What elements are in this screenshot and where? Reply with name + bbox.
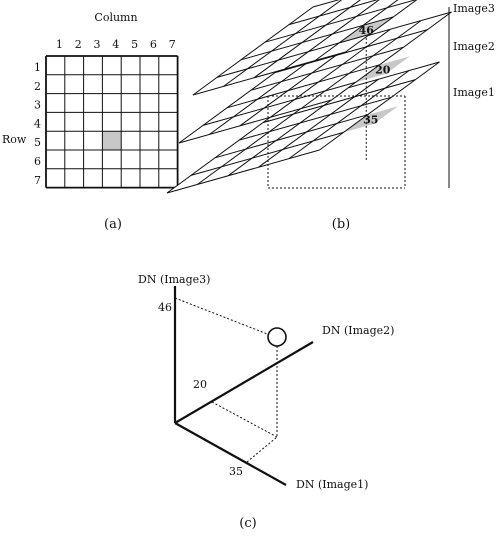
image-layer: 35 [166,61,440,194]
layer-grid-line [214,114,368,159]
panel-c-feature-space: DN (Image3) DN (Image2) DN (Image1) 46 2… [138,273,394,531]
column-number: 6 [150,38,157,51]
label-image2: Image2 [453,40,495,53]
layer-grid-line [300,20,422,110]
layer-grid-line [238,96,392,141]
layer-surface [193,0,417,95]
column-number: 3 [94,38,101,51]
tick-20: 20 [193,378,207,391]
row-header: Row [2,133,27,146]
column-number: 5 [131,38,138,51]
layer-grid-line [288,0,379,26]
layer-grid-line [253,0,361,79]
axis-label-image3: DN (Image3) [138,273,210,286]
layer-grid-line [274,29,428,74]
layer-grid-line [319,61,440,151]
pixel-point-marker [267,327,287,347]
image-layers: 35 20 46 [166,0,452,194]
projection-lines [174,297,278,463]
pixel-value: 46 [359,24,375,37]
panel-b-stack: 35 20 46 Image3 Image2 Image1 (b) [166,0,495,232]
layer-grid-line [345,0,418,53]
label-image3: Image3 [453,2,495,15]
stack-dotted-outline [267,37,406,189]
layer-grid-line [284,0,380,70]
layer-surface [179,12,452,143]
layer-grid-line [166,149,320,194]
row-number: 7 [34,174,41,187]
projection-46 [174,297,271,336]
caption-a: (a) [104,217,122,232]
pixel-grid [45,55,179,189]
axis-label-image2: DN (Image2) [322,324,394,337]
column-number: 4 [112,38,119,51]
layer-grid-line [226,64,380,109]
layer-grid-line [262,79,416,124]
row-number: 4 [34,117,41,130]
layer-grid-line [216,33,370,78]
layer-grid-line [270,28,391,118]
layer-grid-line [166,104,288,194]
layer-grid-line [197,95,318,185]
row-number: 1 [34,61,41,74]
layer-grid-line [223,0,343,87]
layer-grid-line [178,99,332,144]
axis-label-image1: DN (Image1) [296,478,368,491]
column-number: 7 [169,38,176,51]
image-layer: 46 [192,0,418,96]
layer-grid-line [250,46,404,91]
layer-grid-line [314,0,399,62]
layer-grid-line [288,70,410,160]
column-number: 1 [56,38,63,51]
layer-grid-line [264,0,417,43]
layer-grid-line [331,11,452,101]
layer-grid-line [258,78,379,168]
layer-grid-line [227,87,349,177]
column-number: 2 [75,38,82,51]
row-number: 3 [34,99,41,112]
row-numbers: 1 2 3 4 5 6 7 [34,61,41,187]
axis-image1 [174,422,287,486]
pixel-value: 20 [375,63,391,76]
row-number: 5 [34,136,41,149]
layer-highlight-pixel [339,16,394,43]
layer-highlight-pixel [355,56,410,83]
pixel-value: 35 [363,113,378,126]
layer-highlight-pixel [343,106,398,133]
layer-grid-line [192,51,346,96]
tick-35: 35 [229,465,243,478]
highlighted-pixel [102,131,122,150]
row-number: 6 [34,155,41,168]
projection-20 [211,401,278,438]
projection-35 [246,436,278,463]
layer-grid-line [192,6,314,96]
layer-grid-line [202,81,356,126]
tick-46: 46 [158,301,172,314]
caption-b: (b) [332,217,350,232]
layer-grid-line [240,16,394,61]
layer-surface [167,62,440,193]
row-number: 2 [34,80,41,93]
column-header: Column [94,11,137,24]
axis-image2 [174,341,314,424]
label-image1: Image1 [453,86,495,99]
layer-grid-line [190,131,344,176]
caption-c: (c) [239,516,256,531]
layer-labels: Image3 Image2 Image1 [448,2,495,188]
